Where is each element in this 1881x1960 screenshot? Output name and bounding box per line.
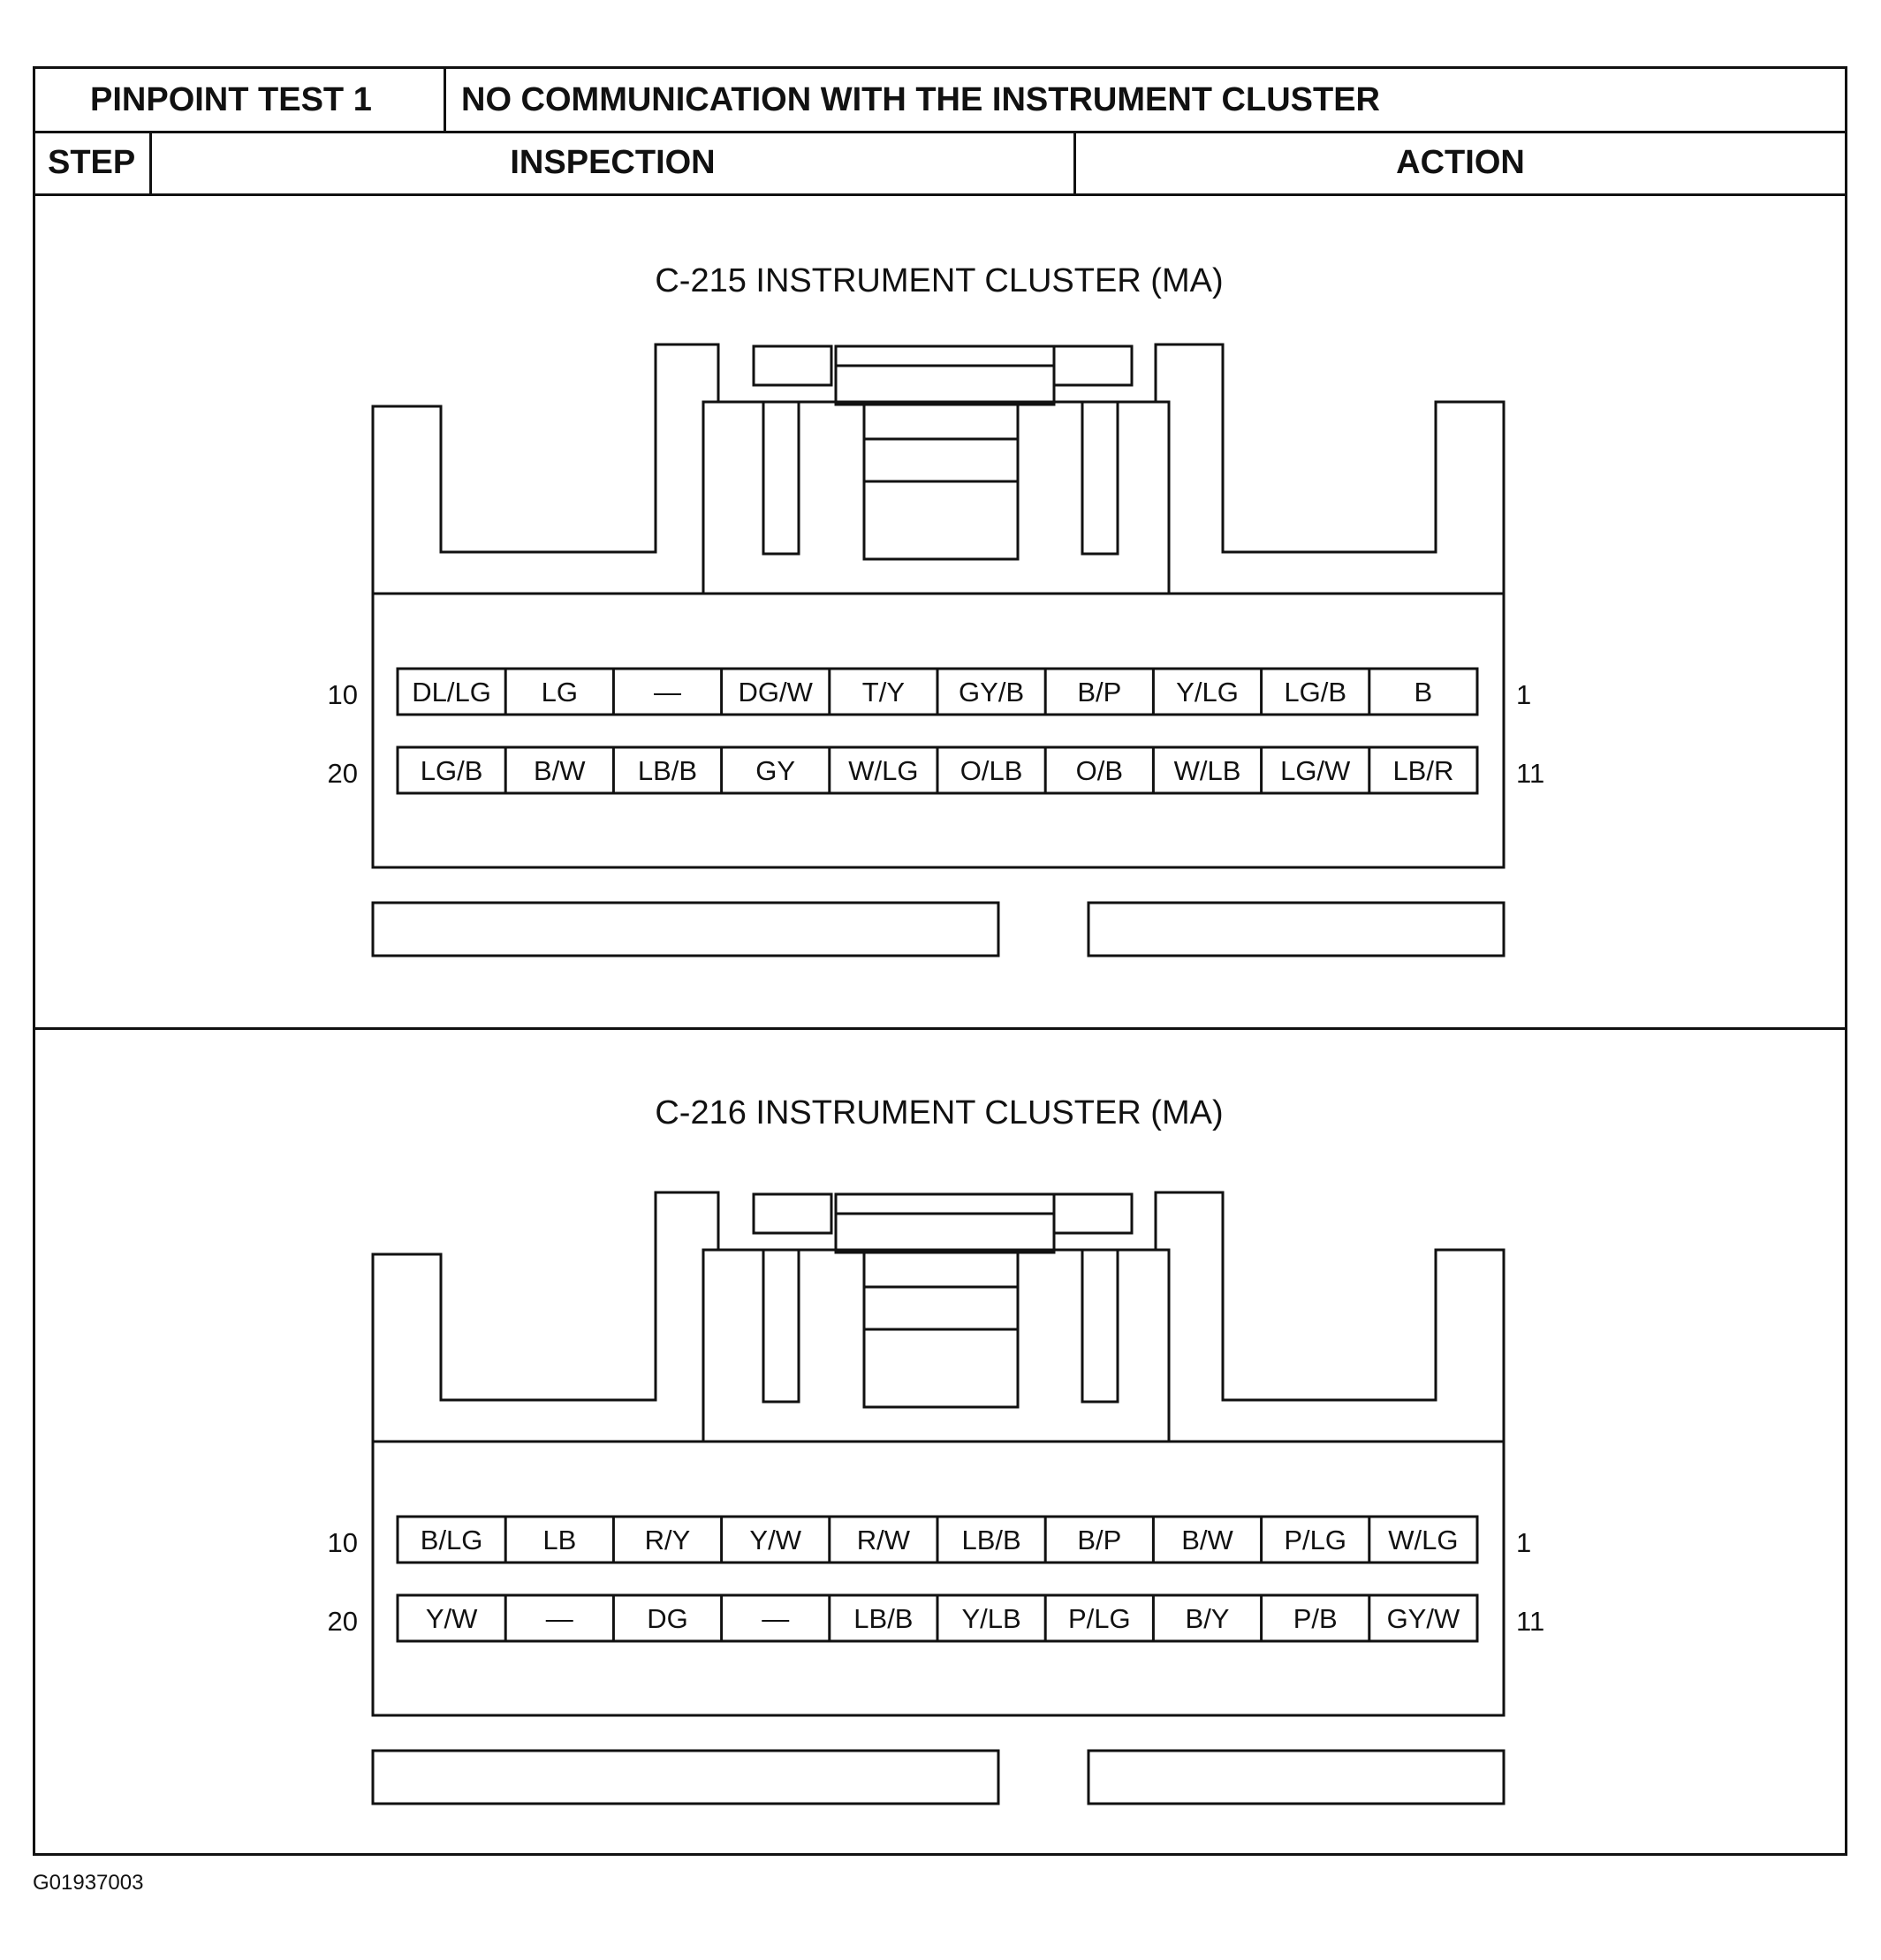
- terminal-wire-color: —: [546, 1603, 573, 1634]
- terminal-wire-color: LG/W: [1280, 755, 1351, 786]
- step-column-header: STEP: [48, 144, 136, 181]
- terminal-wire-color: —: [654, 677, 681, 708]
- pin-number-label: 1: [1516, 679, 1531, 710]
- test-name: PINPOINT TEST 1: [90, 81, 372, 118]
- terminal-wire-color: B/P: [1077, 677, 1121, 708]
- terminal-wire-color: B/W: [1181, 1525, 1233, 1555]
- lock-bar: [834, 1192, 1056, 1254]
- housing-left-latch: [371, 343, 720, 594]
- lock-post-left: [762, 400, 800, 556]
- terminal-wire-color: LG/B: [421, 755, 483, 786]
- terminal-wire-color: DG/W: [739, 677, 814, 708]
- terminal-wire-color: B/LG: [421, 1525, 483, 1555]
- terminal-wire-color: W/LG: [848, 755, 918, 786]
- center-lock-block: [702, 400, 1171, 595]
- terminal-wire-color: W/LB: [1174, 755, 1241, 786]
- terminal-wire-color: B/W: [534, 755, 586, 786]
- lock-bar: [834, 344, 1056, 406]
- bottom-rail-right: [1087, 901, 1506, 957]
- pin-number-label: 10: [328, 1527, 358, 1558]
- lock-post-left: [762, 1248, 800, 1404]
- connector-title: C-215 INSTRUMENT CLUSTER (MA): [655, 262, 1223, 299]
- lock-post-right: [1081, 400, 1119, 556]
- pin-number-label: 1: [1516, 1527, 1531, 1558]
- header-divider: [35, 131, 1845, 133]
- step-col-divider: [149, 131, 152, 193]
- terminal-wire-color: T/Y: [862, 677, 905, 708]
- pin-number-label: 10: [328, 679, 358, 710]
- terminal-wire-color: Y/W: [426, 1603, 478, 1634]
- terminal-wire-color: R/Y: [645, 1525, 691, 1555]
- test-description: NO COMMUNICATION WITH THE INSTRUMENT CLU…: [461, 81, 1380, 118]
- column-header-divider: [35, 193, 1845, 196]
- terminal-wire-color: LB/B: [638, 755, 697, 786]
- pinpoint-test-table: PINPOINT TEST 1 NO COMMUNICATION WITH TH…: [33, 66, 1847, 1856]
- pin-number-label: 20: [328, 1606, 358, 1637]
- terminal-wire-color: P/B: [1293, 1603, 1338, 1634]
- terminal-wire-color: LB: [542, 1525, 576, 1555]
- lock-tab-right: [1052, 1192, 1134, 1235]
- pin-number-label: 11: [1516, 1606, 1544, 1637]
- terminal-wire-color: O/B: [1076, 755, 1123, 786]
- action-column-header: ACTION: [1396, 144, 1525, 181]
- pin-number-label: 11: [1516, 758, 1544, 789]
- pin-number-label: 20: [328, 758, 358, 789]
- connector-body: [371, 1440, 1506, 1717]
- terminal-wire-color: GY: [755, 755, 795, 786]
- lock-tab-right: [1052, 344, 1134, 387]
- section-divider: [35, 1027, 1845, 1030]
- terminal-wire-color: B/Y: [1186, 1603, 1230, 1634]
- housing-right-latch: [1154, 1191, 1506, 1442]
- bottom-rail-right: [1087, 1749, 1506, 1805]
- lock-tab-left: [752, 344, 833, 387]
- terminal-wire-color: LB/B: [961, 1525, 1020, 1555]
- lock-tab-left: [752, 1192, 833, 1235]
- terminal-wire-color: B/P: [1077, 1525, 1121, 1555]
- center-lock-block: [702, 1248, 1171, 1443]
- inspection-column-header: INSPECTION: [510, 144, 716, 181]
- terminal-wire-color: GY/B: [959, 677, 1024, 708]
- connector-body: [371, 592, 1506, 869]
- connector-c216: C-216 INSTRUMENT CLUSTER (MA) B/LG LB R/Y Y…: [328, 1094, 1544, 1805]
- terminal-wire-color: Y/LG: [1176, 677, 1239, 708]
- terminal-wire-color: P/LG: [1284, 1525, 1346, 1555]
- terminal-wire-color: R/W: [857, 1525, 911, 1555]
- terminal-wire-color: P/LG: [1068, 1603, 1131, 1634]
- connector-c215: C-215 INSTRUMENT CLUSTER (MA) DL/LG LG — DG…: [328, 262, 1544, 957]
- terminal-wire-color: Y/W: [749, 1525, 801, 1555]
- terminal-wire-color: O/LB: [960, 755, 1023, 786]
- terminal-wire-color: DL/LG: [412, 677, 491, 708]
- terminal-wire-color: LB/R: [1392, 755, 1453, 786]
- terminal-wire-color: GY/W: [1387, 1603, 1460, 1634]
- terminal-wire-color: —: [762, 1603, 789, 1634]
- inspection-col-divider: [1073, 131, 1076, 193]
- housing-left-latch: [371, 1191, 720, 1442]
- terminal-wire-color: Y/LB: [961, 1603, 1020, 1634]
- bottom-rail-left: [371, 901, 1000, 957]
- terminal-wire-color: LG: [542, 677, 578, 708]
- terminal-wire-color: LG/B: [1284, 677, 1346, 708]
- lock-post-right: [1081, 1248, 1119, 1404]
- bottom-rail-left: [371, 1749, 1000, 1805]
- title-cell-divider: [444, 69, 446, 131]
- terminal-wire-color: W/LG: [1388, 1525, 1458, 1555]
- terminal-wire-color: B: [1415, 677, 1433, 708]
- connector-title: C-216 INSTRUMENT CLUSTER (MA): [655, 1094, 1223, 1131]
- figure-id: G01937003: [33, 1871, 144, 1895]
- terminal-wire-color: DG: [647, 1603, 688, 1634]
- terminal-wire-color: LB/B: [853, 1603, 913, 1634]
- housing-right-latch: [1154, 343, 1506, 594]
